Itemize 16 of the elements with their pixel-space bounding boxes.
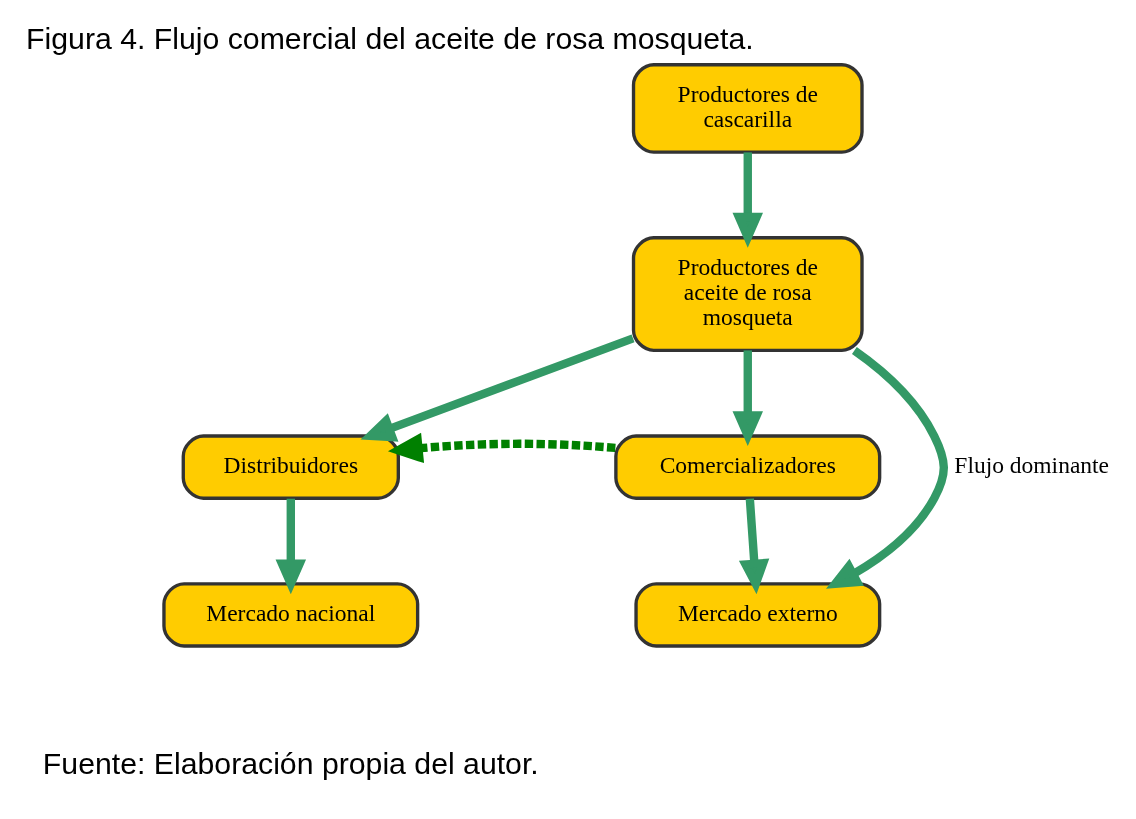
arrow — [387, 432, 616, 463]
node-box: Mercado nacional — [162, 581, 420, 648]
arrow — [360, 333, 635, 442]
node-box: Distribuidores — [181, 433, 400, 500]
caption: Fuente: Elaboración propia del autor. — [42, 746, 539, 780]
diagram-title: Figura 4. Flujo comercial del aceite de rosa mosqueta. — [26, 21, 754, 55]
arrow — [732, 151, 763, 248]
arrow — [275, 498, 307, 594]
arrow — [738, 497, 770, 594]
node-box: Productores de aceite de rosa mosqueta — [631, 235, 864, 352]
arrow — [826, 346, 948, 589]
node-box: Productores de cascarilla — [631, 62, 864, 154]
arrow — [732, 349, 763, 446]
node-box: Comercializadores — [614, 433, 882, 500]
edge-label: Flujo dominante — [954, 451, 1110, 478]
node-box: Mercado externo — [634, 581, 882, 648]
